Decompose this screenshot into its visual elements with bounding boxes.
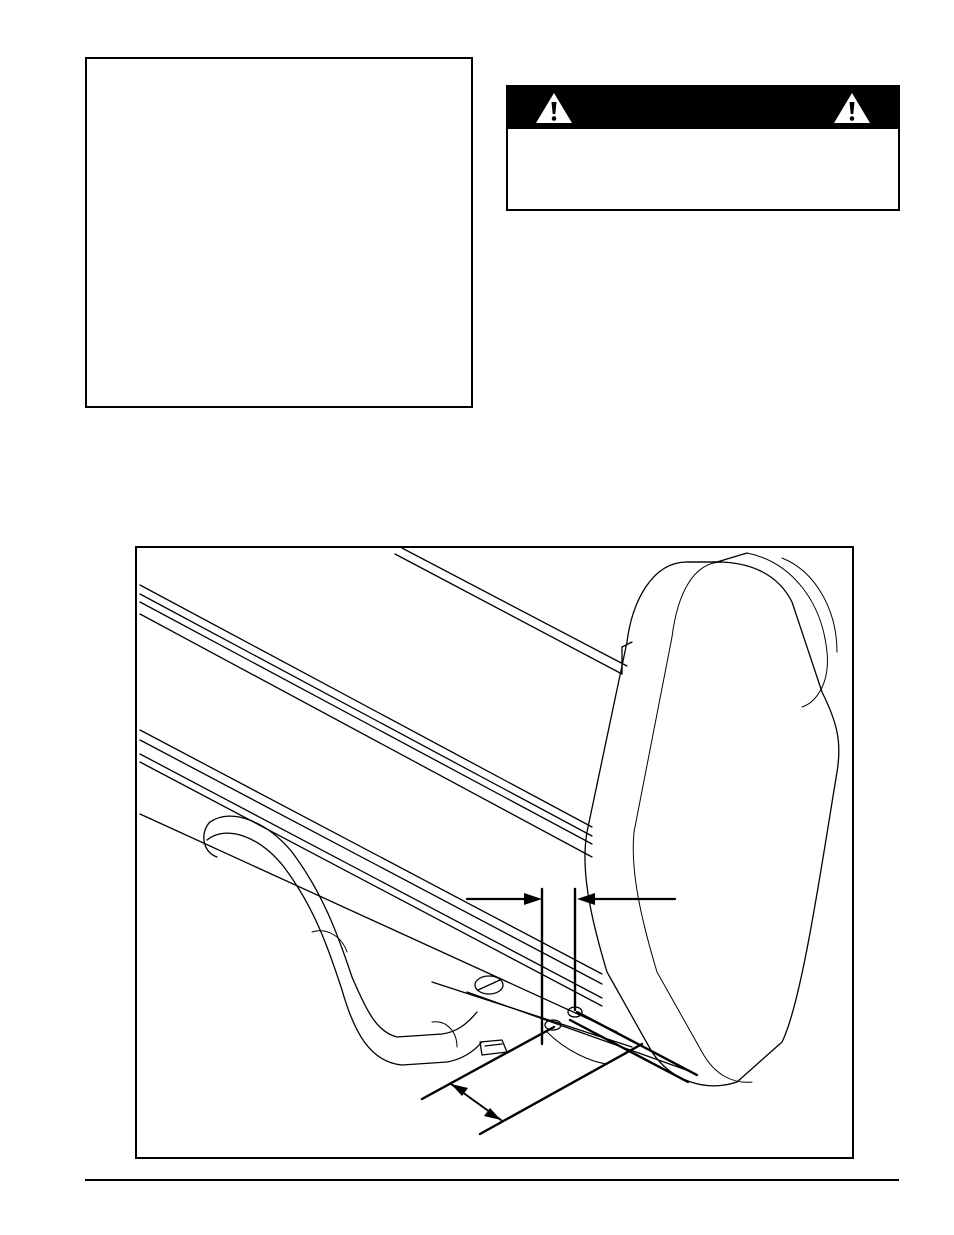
warning-triangle-icon [536, 93, 572, 123]
figure-frame [135, 546, 854, 1159]
treadmill-illustration [139, 548, 840, 1136]
note-box [85, 57, 473, 408]
warning-box [506, 85, 900, 211]
warning-header [508, 87, 898, 129]
footer-rule [85, 1179, 899, 1181]
warning-triangle-icon [834, 93, 870, 123]
